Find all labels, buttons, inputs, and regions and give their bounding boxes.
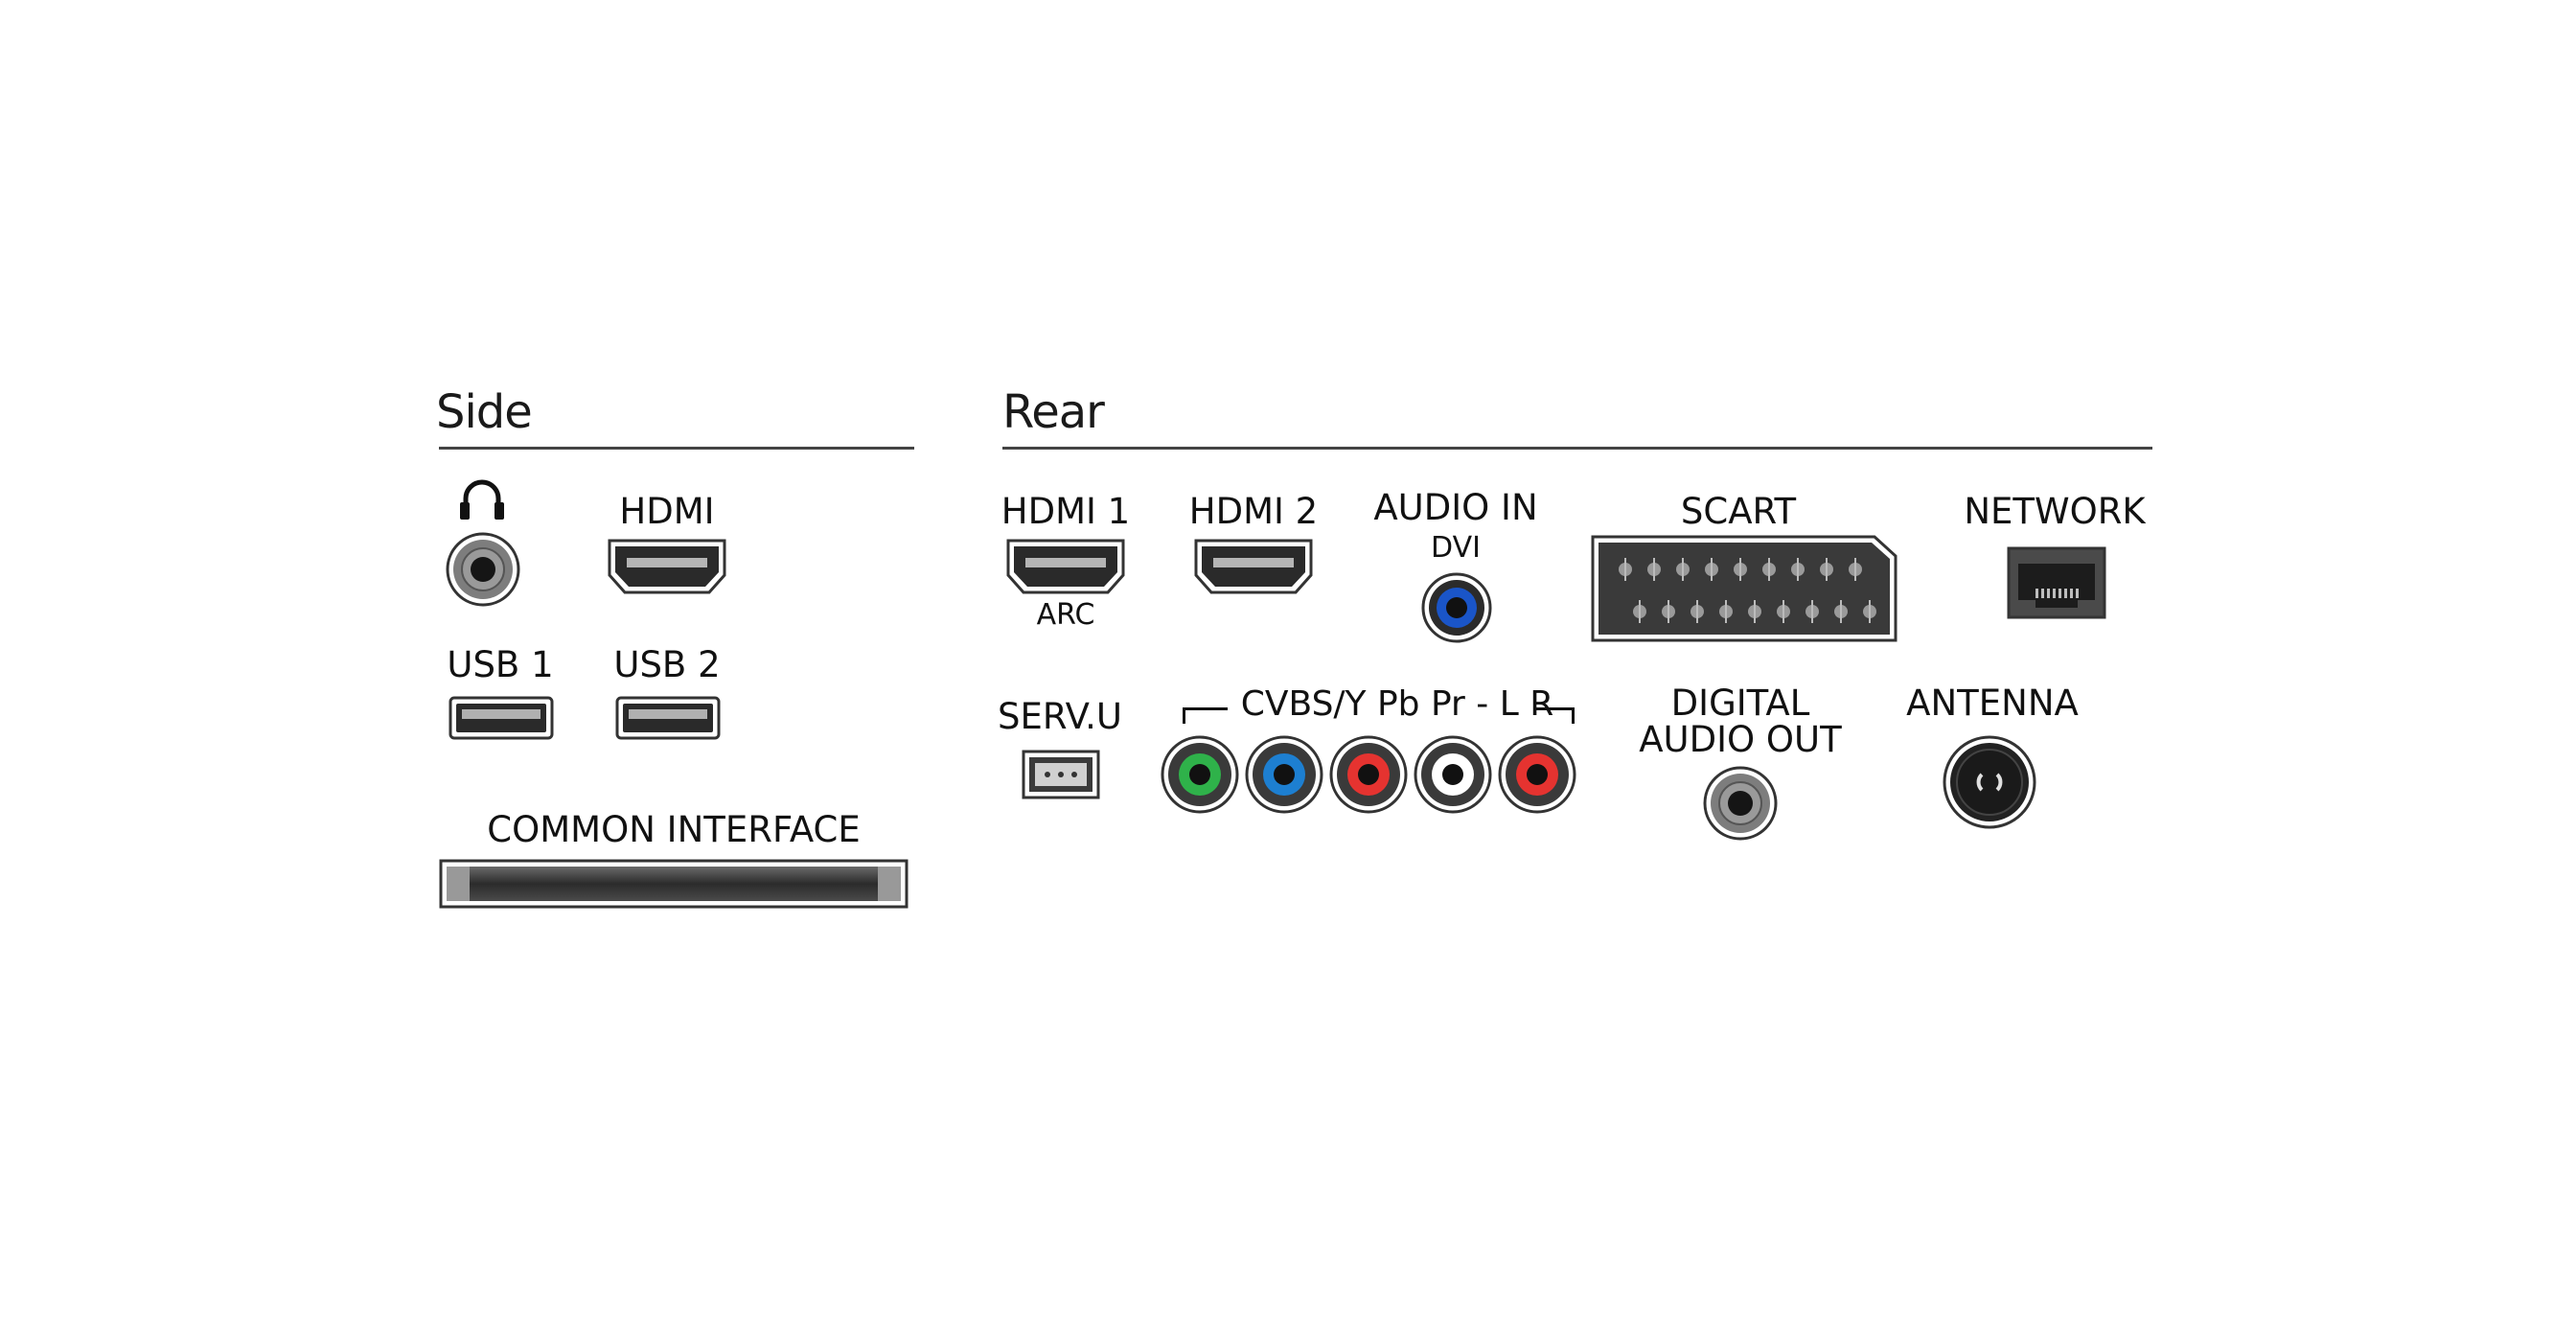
network-label: NETWORK [1964, 491, 2146, 532]
usb1-port [448, 696, 554, 740]
rca-jack-green [1161, 735, 1239, 814]
hdmi2-label: HDMI 2 [1188, 491, 1319, 532]
side-hdmi-label: HDMI [619, 491, 715, 532]
side-heading: Side [436, 385, 533, 439]
digital-audio-out-label-line1: DIGITAL [1670, 683, 1810, 724]
digital-audio-out-label-line2: AUDIO OUT [1639, 719, 1842, 760]
common-interface-label: COMMON INTERFACE [487, 809, 861, 850]
rca-jack-white [1414, 735, 1492, 814]
rca-jack-red-pr [1329, 735, 1408, 814]
rear-divider [1002, 447, 2152, 450]
scart-port [1591, 535, 1898, 642]
usb2-label: USB 2 [613, 644, 721, 685]
headphones-icon [460, 479, 504, 520]
hdmi1-port [1006, 539, 1125, 594]
component-bracket-right [1533, 707, 1575, 724]
antenna-port [1943, 735, 2036, 829]
serv-u-port [1022, 750, 1100, 799]
network-port [2007, 546, 2106, 619]
side-hdmi-port [608, 539, 726, 594]
digital-audio-out-jack [1703, 766, 1778, 841]
component-label: CVBS/Y Pb Pr - L R [1240, 684, 1554, 724]
scart-label: SCART [1680, 491, 1797, 532]
rca-jack-red-r [1498, 735, 1576, 814]
side-divider [439, 447, 914, 450]
antenna-label: ANTENNA [1906, 683, 2079, 724]
rca-jack-blue [1245, 735, 1323, 814]
headphone-jack [446, 532, 520, 607]
hdmi1-label: HDMI 1 [1000, 491, 1131, 532]
dvi-label: DVI [1431, 531, 1481, 565]
audio-in-label: AUDIO IN [1373, 487, 1538, 528]
hdmi2-port [1194, 539, 1313, 594]
usb1-label: USB 1 [447, 644, 554, 685]
serv-u-label: SERV.U [998, 696, 1122, 737]
usb2-port [615, 696, 721, 740]
audio-in-jack [1421, 572, 1492, 643]
arc-label: ARC [1036, 598, 1095, 632]
component-bracket-left [1183, 707, 1228, 724]
rear-heading: Rear [1002, 385, 1105, 439]
component-rca-group [1161, 735, 1576, 814]
common-interface-slot [439, 859, 908, 909]
